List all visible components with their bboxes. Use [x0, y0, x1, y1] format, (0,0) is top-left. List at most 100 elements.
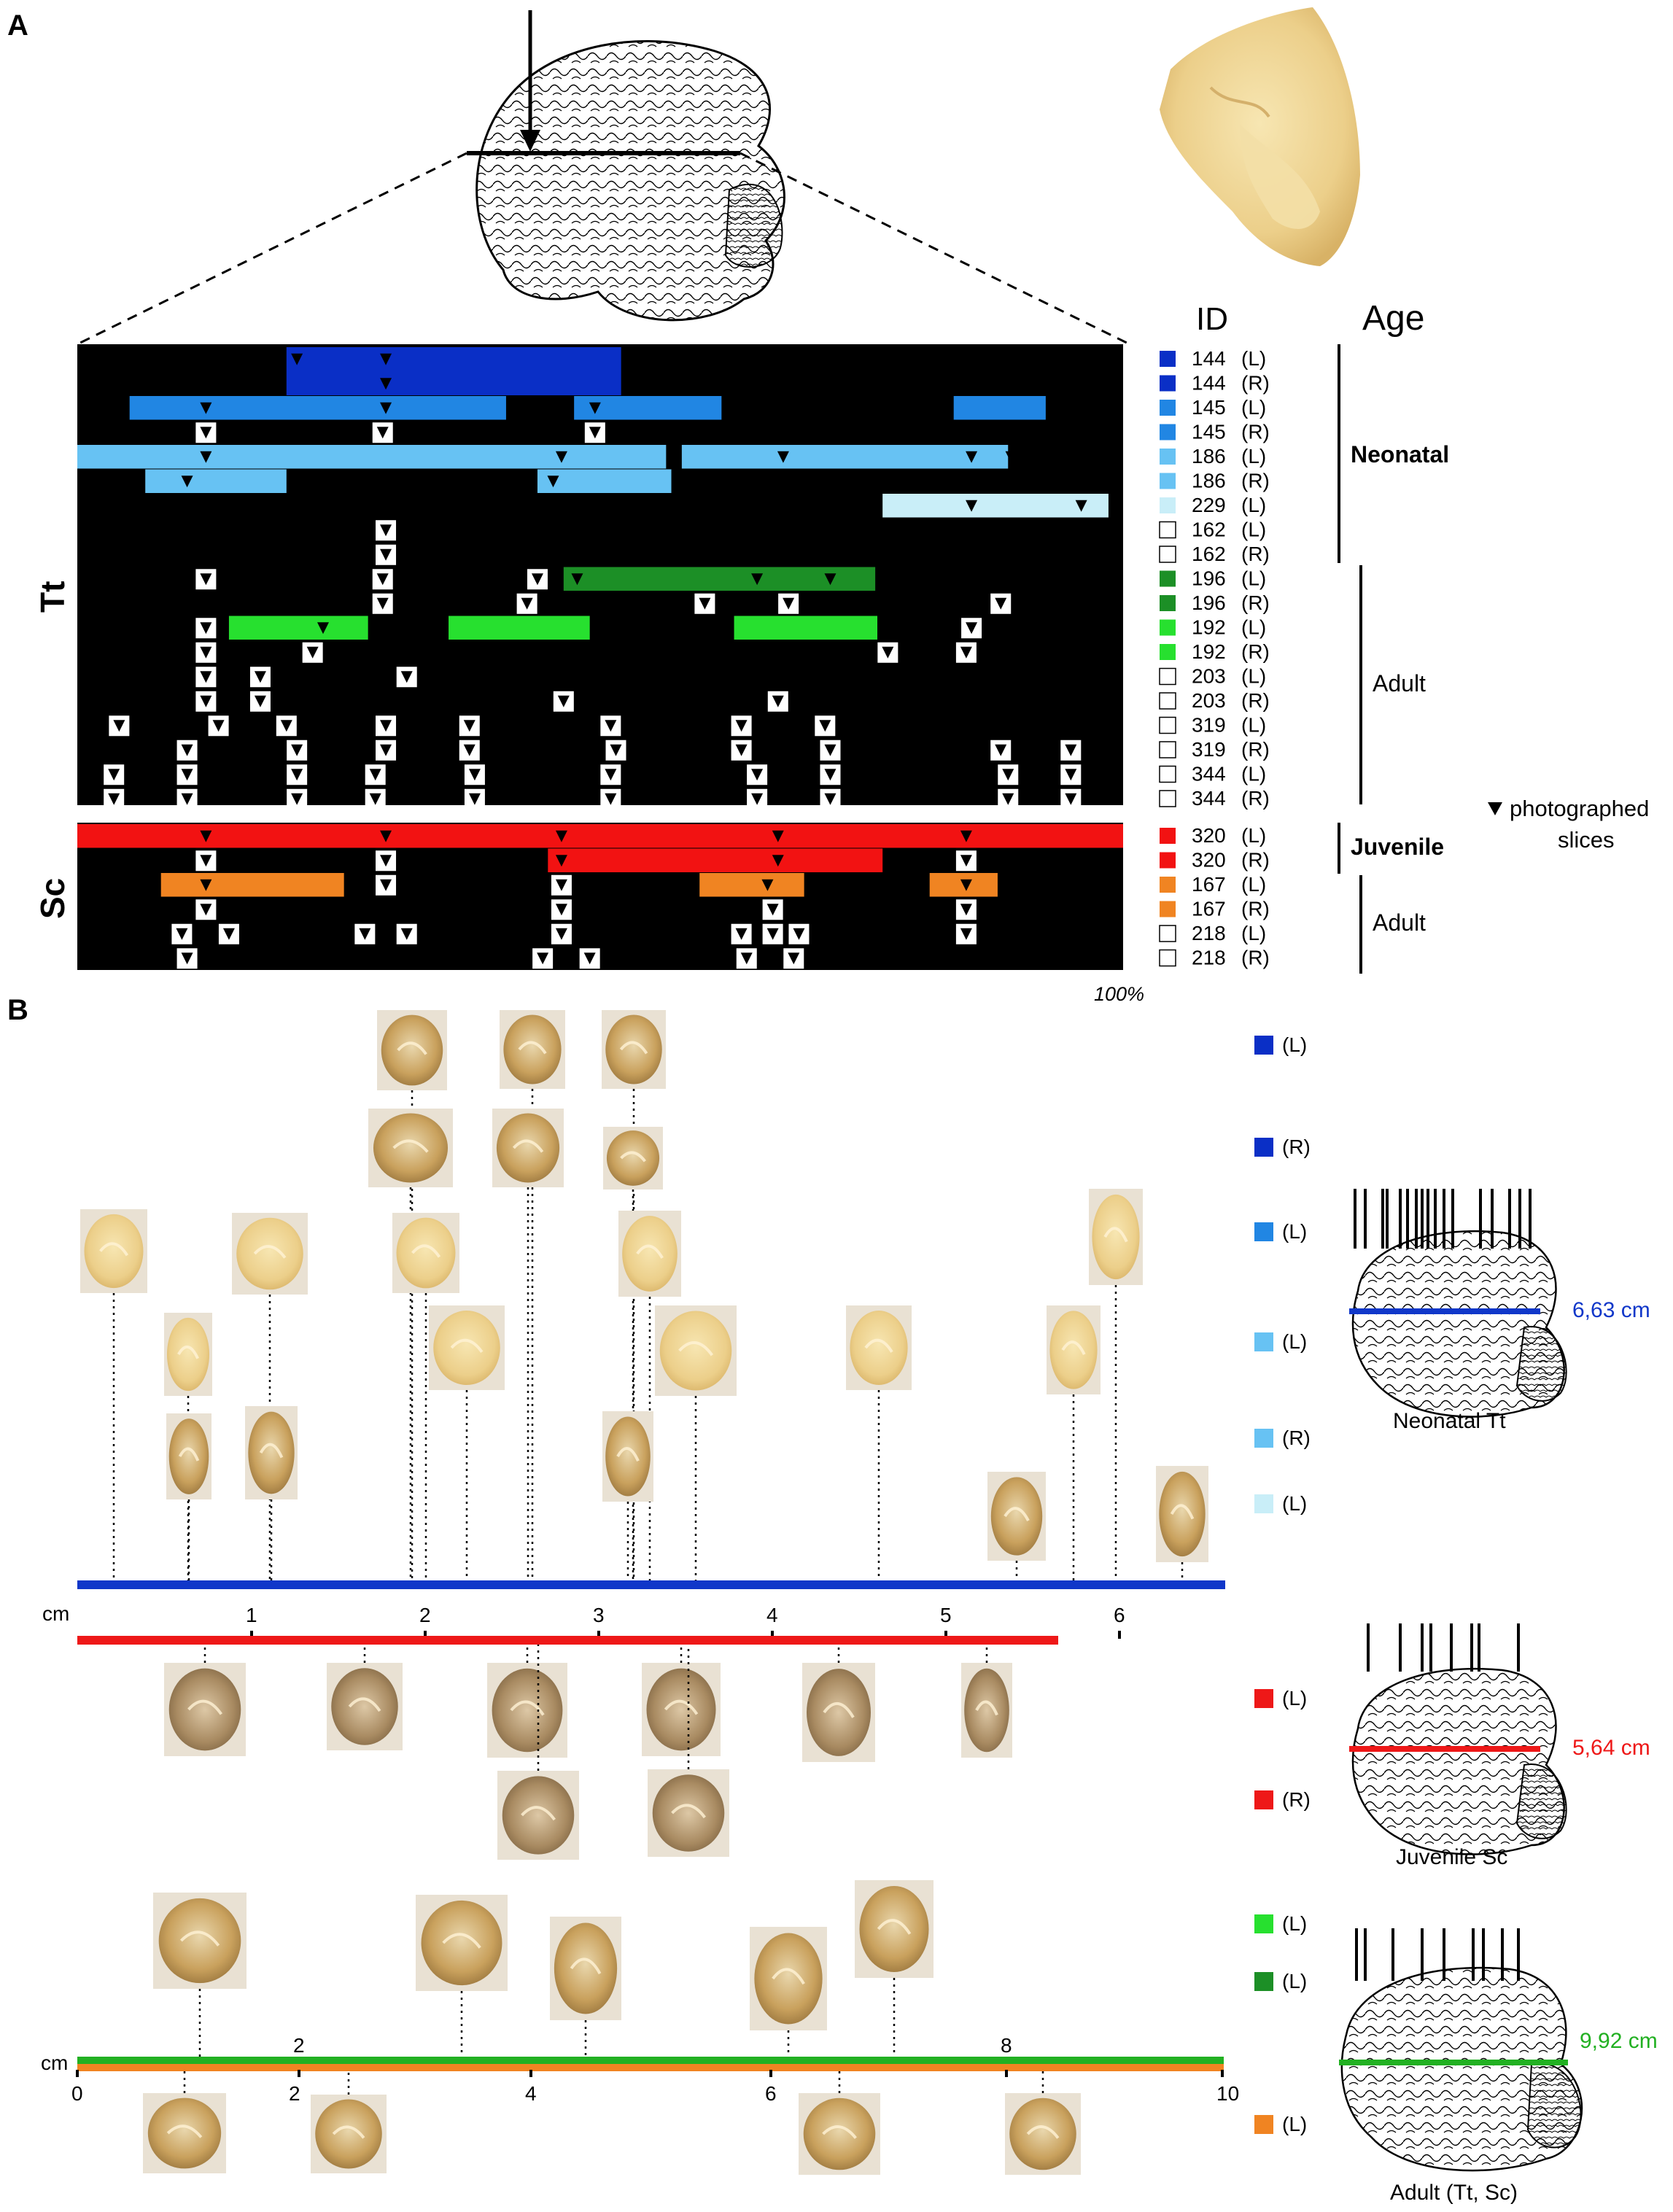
legend-swatch	[1254, 1790, 1273, 1809]
photographed-slice-marker	[747, 788, 768, 810]
photographed-slice-marker	[195, 569, 217, 590]
id-row: 344(R)	[1159, 787, 1270, 810]
legend-swatch	[1254, 1972, 1273, 1991]
juvenile-label: Juvenile Sc	[1396, 1845, 1507, 1869]
id-color-swatch	[1159, 692, 1176, 710]
photographed-slice-marker	[376, 715, 397, 737]
photographed-slice-marker	[747, 764, 768, 785]
tick-label: 10	[1216, 2082, 1239, 2105]
photographed-slice-marker	[551, 899, 572, 920]
photographed-slice-marker	[396, 667, 417, 688]
id-row: 218(R)	[1159, 947, 1270, 969]
adult-axis-bar-orange	[77, 2064, 1224, 2071]
legend-side: (R)	[1282, 1427, 1311, 1449]
specimen-id: 196	[1192, 567, 1226, 590]
photographed-slice-marker	[372, 569, 393, 590]
id-row: 144(R)	[1160, 372, 1270, 395]
id-row: 229(L)	[1160, 494, 1266, 516]
legend-item: (L)	[1254, 1912, 1307, 1935]
id-row: 203(L)	[1159, 665, 1266, 688]
specimen-id: 167	[1192, 898, 1226, 920]
bar-tt-5	[681, 445, 1009, 469]
legend-side: (L)	[1282, 1970, 1307, 1992]
photographed-slice-marker	[380, 378, 392, 390]
id-row: 319(L)	[1159, 714, 1266, 737]
photographed-slice-marker	[767, 691, 788, 712]
bar-tt-10	[228, 616, 368, 640]
legend-swatch	[1254, 1222, 1273, 1241]
photographed-slice-marker	[376, 850, 397, 872]
age-adult-sc: Adult	[1373, 909, 1426, 936]
id-row: 203(R)	[1159, 689, 1270, 712]
brain-illustration-top	[467, 10, 785, 322]
legend-text-line1: photographed	[1510, 796, 1649, 821]
photographed-slice-marker	[772, 830, 784, 842]
photographed-slice-marker	[195, 850, 217, 872]
bar-tt-2	[574, 396, 722, 420]
photographed-slice-marker	[600, 764, 621, 785]
id-color-swatch	[1159, 716, 1176, 734]
hemisphere-side: (L)	[1241, 347, 1266, 370]
specimen-id: 320	[1192, 824, 1226, 847]
photographed-slice-marker	[200, 830, 212, 842]
juvenile-length: 5,64 cm	[1572, 1736, 1650, 1760]
unit-label-bottom: cm	[41, 2052, 68, 2074]
slice-photo	[377, 1010, 447, 1583]
specimen-id: 186	[1192, 445, 1226, 467]
adult-label: Adult (Tt, Sc)	[1390, 2181, 1518, 2205]
bar-tt-3	[953, 396, 1046, 420]
species-label-sc: Sc	[34, 878, 71, 919]
hemisphere-side: (L)	[1241, 714, 1266, 737]
photographed-slice-marker	[218, 923, 239, 944]
slice-photo	[166, 1413, 211, 1583]
slice-photo	[550, 1917, 621, 2057]
bar-sc-3	[699, 873, 804, 897]
id-row: 196(R)	[1160, 591, 1270, 614]
photographed-slice-marker	[820, 740, 841, 761]
photographed-slice-marker	[778, 593, 799, 614]
photographed-slice-marker	[176, 740, 198, 761]
id-color-swatch	[1160, 619, 1176, 636]
tick-label: 0	[71, 2082, 83, 2105]
photographed-slice-marker	[354, 923, 376, 944]
slice-photo	[642, 1641, 721, 1756]
id-row: 320(L)	[1160, 824, 1266, 847]
photographed-slice-marker	[1005, 451, 1017, 463]
hemisphere-side: (R)	[1241, 470, 1270, 492]
legend-swatch	[1254, 1332, 1273, 1351]
id-color-swatch	[1160, 901, 1176, 917]
bar-tt-8	[882, 494, 1109, 518]
photographed-slice-marker	[1060, 740, 1082, 761]
photographed-slice-marker	[195, 618, 217, 639]
id-row: 162(L)	[1159, 519, 1266, 541]
slice-photo	[392, 1213, 459, 1583]
age-juvenile: Juvenile	[1351, 834, 1444, 860]
legend-item: (L)	[1254, 1492, 1307, 1515]
photographed-slice-marker	[249, 667, 271, 688]
bar-tt-9	[563, 567, 876, 591]
tick-label: 6	[765, 2082, 777, 2105]
tick-label: 2	[289, 2082, 300, 2105]
legend-swatch	[1254, 1429, 1273, 1448]
photographed-slice-marker	[176, 788, 198, 810]
slice-photo	[855, 1880, 933, 2057]
photographed-slice-marker	[555, 451, 567, 463]
id-row: 167(R)	[1160, 898, 1270, 920]
slice-photo	[802, 1641, 875, 1762]
bar-tt-0	[286, 347, 621, 395]
photographed-slice-marker	[736, 948, 757, 969]
triangle-marker-icon	[1488, 802, 1502, 815]
id-color-swatch	[1160, 375, 1176, 392]
specimen-id: 167	[1192, 873, 1226, 896]
photographed-slice-marker	[464, 764, 485, 785]
specimen-id: 320	[1192, 849, 1226, 872]
photographed-slice-marker	[195, 899, 217, 920]
specimen-id: 203	[1192, 665, 1226, 688]
percent-label: 100%	[1094, 983, 1144, 1005]
sc-bars	[77, 824, 1123, 897]
legend-side: (L)	[1282, 1330, 1307, 1353]
hemisphere-side: (R)	[1241, 421, 1270, 443]
